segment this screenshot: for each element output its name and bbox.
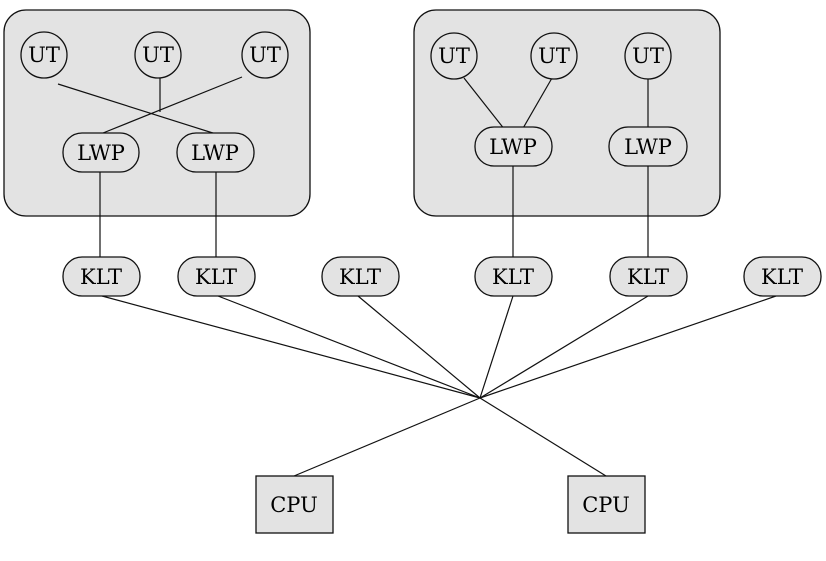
- p2-user-thread-3: UT: [624, 32, 672, 80]
- p1-user-thread-3-label: UT: [249, 43, 281, 67]
- p1-lwp-1-label: LWP: [77, 141, 125, 165]
- klt-4: KLT: [474, 256, 553, 297]
- p2-lwp-2: LWP: [608, 126, 688, 167]
- klt-3: KLT: [321, 256, 400, 297]
- klt-5-label: KLT: [627, 265, 669, 289]
- p2-lwp-2-label: LWP: [624, 135, 672, 159]
- edge-p2-ut2-lwp1: [521, 77, 553, 131]
- cpu-1: CPU: [255, 475, 334, 534]
- klt-5: KLT: [609, 256, 688, 297]
- edge-hub-cpu1: [293, 397, 481, 477]
- p2-user-thread-2-label: UT: [538, 44, 570, 68]
- p2-lwp-1-label: LWP: [489, 135, 537, 159]
- edge-klt6-hub: [479, 295, 777, 399]
- p1-lwp-1: LWP: [62, 132, 140, 173]
- klt-2: KLT: [177, 256, 256, 297]
- edge-p1-ut1-lwp2: [57, 83, 217, 135]
- klt-1-label: KLT: [80, 265, 122, 289]
- p1-user-thread-1: UT: [20, 31, 68, 79]
- p2-user-thread-1-label: UT: [438, 44, 470, 68]
- edge-p1-ut3-lwp1: [102, 76, 243, 134]
- p1-user-thread-3: UT: [241, 31, 289, 79]
- p2-user-thread-1: UT: [430, 32, 478, 80]
- edge-klt5-hub: [479, 295, 649, 399]
- edge-klt3-hub: [357, 295, 481, 399]
- klt-2-label: KLT: [195, 265, 237, 289]
- p1-user-thread-2-label: UT: [142, 43, 174, 67]
- edge-klt1-hub: [101, 295, 481, 399]
- p1-user-thread-2: UT: [134, 31, 182, 79]
- p1-lwp-2: LWP: [176, 132, 255, 173]
- edge-klt2-hub: [217, 295, 481, 399]
- klt-3-label: KLT: [339, 265, 381, 289]
- p1-lwp-2-label: LWP: [191, 141, 239, 165]
- p2-lwp-1: LWP: [474, 126, 553, 167]
- klt-4-label: KLT: [492, 265, 534, 289]
- klt-6-label: KLT: [761, 265, 803, 289]
- cpu-2: CPU: [567, 475, 646, 534]
- p1-user-thread-1-label: UT: [28, 43, 60, 67]
- edge-hub-cpu2: [479, 397, 607, 477]
- p2-user-thread-3-label: UT: [632, 44, 664, 68]
- cpu-1-label: CPU: [270, 493, 318, 517]
- klt-1: KLT: [62, 256, 141, 297]
- cpu-2-label: CPU: [582, 493, 630, 517]
- edge-klt4-hub: [479, 295, 514, 399]
- klt-6: KLT: [743, 256, 822, 297]
- p2-user-thread-2: UT: [530, 32, 578, 80]
- edge-p2-ut1-lwp1: [463, 77, 506, 131]
